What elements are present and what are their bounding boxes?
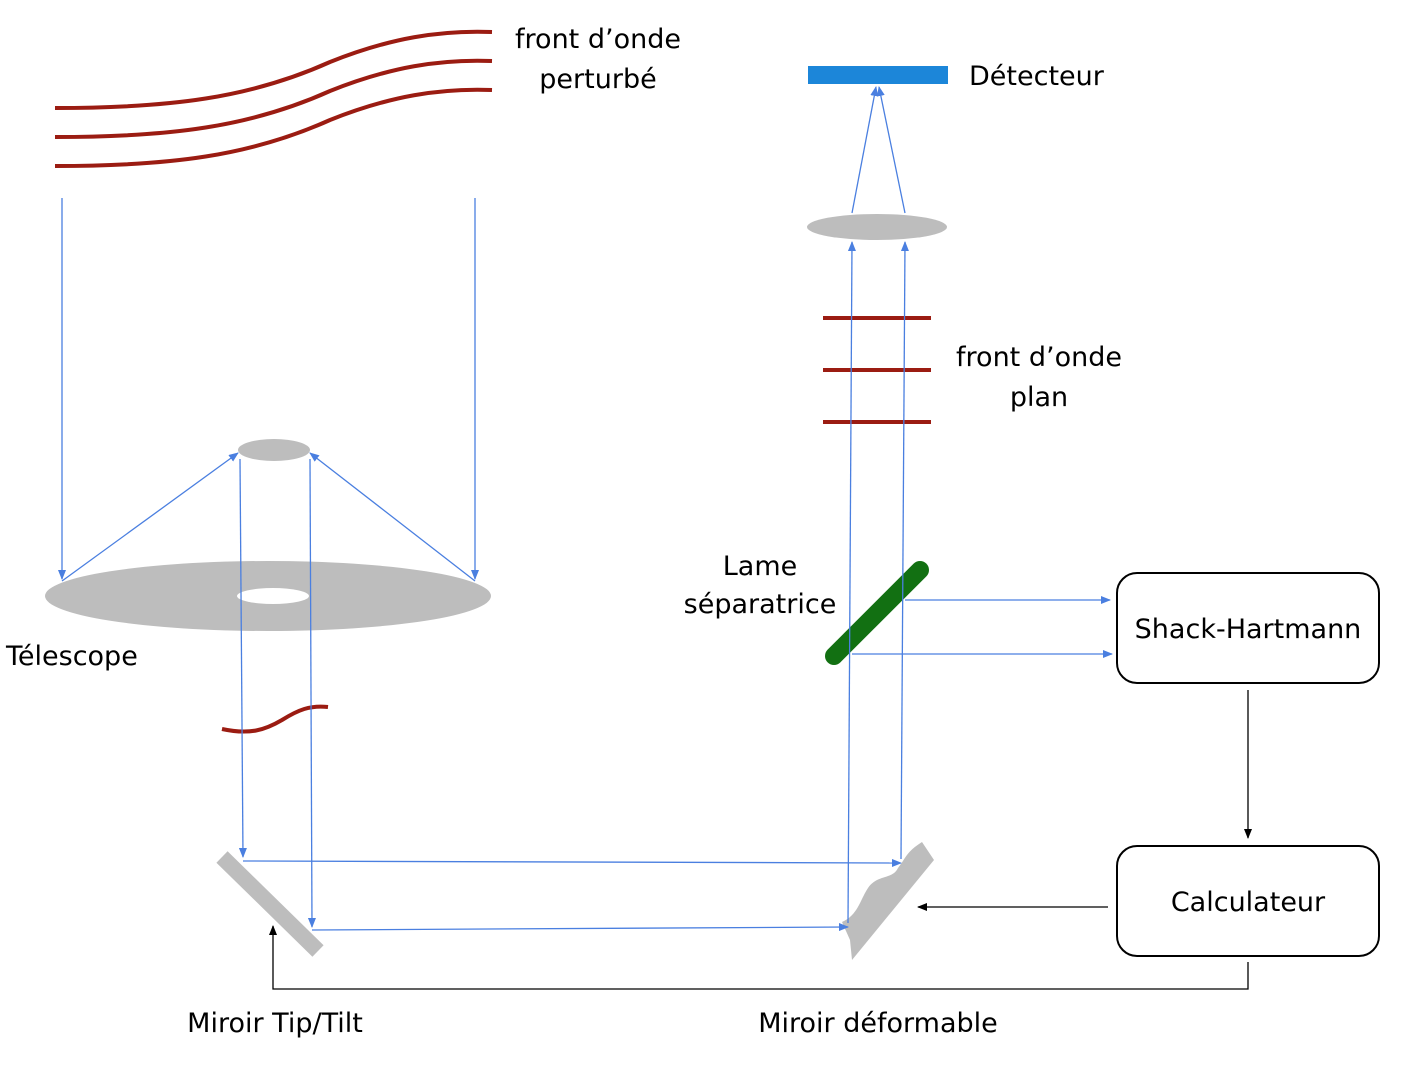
- telescope-label: Télescope: [5, 641, 138, 672]
- beam-lens-to-detector-right: [876, 86, 906, 214]
- beam-secondary-down-right: [307, 458, 316, 928]
- beamsplitter-plate: [825, 561, 929, 665]
- plane-wavefront-label-line2: plan: [1010, 382, 1068, 413]
- beamsplitter-label-line1: Lame: [723, 551, 798, 582]
- primary-mirror-hole: [237, 588, 309, 604]
- calculateur-label: Calculateur: [1171, 887, 1326, 918]
- light-beams: [58, 86, 1113, 932]
- perturbed-wavefront-label-line1: front d’onde: [515, 24, 681, 55]
- beam-primary-to-secondary-left: [61, 452, 239, 582]
- wavefront-curve-1: [54, 29, 493, 110]
- plane-wavefront-label-line1: front d’onde: [956, 342, 1122, 373]
- tiptilt-mirror-shape: [216, 851, 324, 957]
- control-signals: [269, 690, 1252, 990]
- plane-wavefront-lines: [823, 316, 931, 424]
- calculateur-box: [1116, 845, 1380, 957]
- perturbed-wavefront-lines: [54, 29, 493, 168]
- deformable-mirror-shape: [842, 842, 934, 960]
- telescope-secondary-mirror: [238, 439, 310, 461]
- residual-wavefront: [221, 704, 329, 734]
- beam-dm-up-left: [847, 241, 856, 924]
- beam-dm-up-right: [900, 241, 909, 860]
- deformable-mirror-label: Miroir déformable: [758, 1008, 998, 1039]
- beam-primary-to-secondary-right: [309, 452, 476, 582]
- shack-hartmann-box: [1116, 572, 1380, 684]
- wavefront-curve-3: [54, 87, 493, 168]
- computer-to-tiptilt-arrow: [269, 925, 1249, 990]
- beam-lens-to-detector-left: [851, 86, 879, 214]
- detector-bar: [808, 66, 948, 84]
- beam-secondary-down-left: [238, 458, 247, 858]
- wavefront-curve-2: [54, 58, 493, 139]
- perturbed-wavefront-label-line2: perturbé: [539, 64, 656, 95]
- tiptilt-mirror-label: Miroir Tip/Tilt: [187, 1008, 363, 1039]
- focusing-lens: [807, 214, 947, 240]
- beamsplitter-label-line2: séparatrice: [684, 589, 837, 620]
- beam-tiptilt-to-dm-upper: [242, 858, 902, 867]
- shack-hartmann-label: Shack-Hartmann: [1135, 614, 1362, 645]
- beam-tiptilt-to-dm-lower: [311, 923, 849, 932]
- detector-label: Détecteur: [969, 61, 1105, 92]
